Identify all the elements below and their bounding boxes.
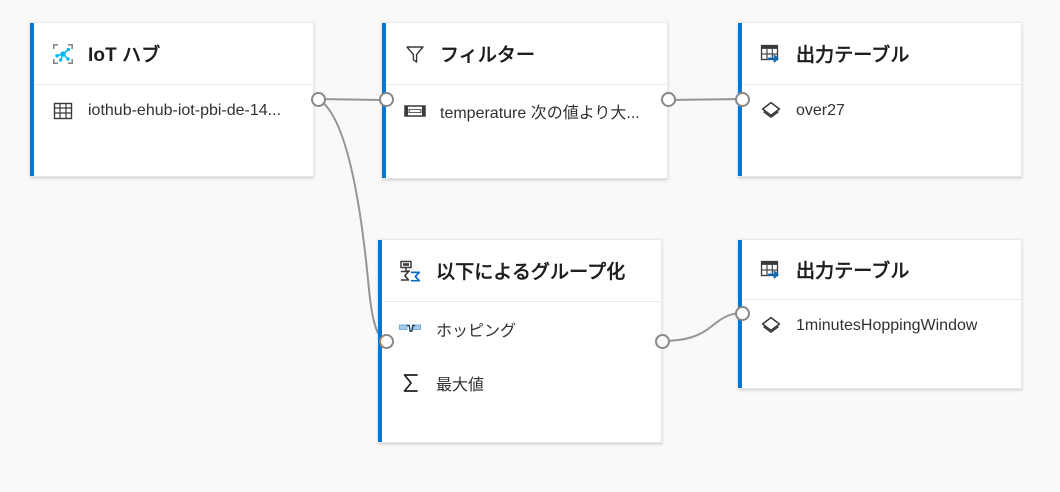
node-card-iot-hub[interactable]: IoT ハブ iothub-ehub-iot-pbi-de-14... — [30, 22, 314, 177]
edge-filter-output1 — [667, 98, 743, 101]
edge-iothub-filter — [317, 98, 387, 101]
card-row-label: over27 — [796, 102, 845, 119]
card-header[interactable]: 出力テーブル — [742, 240, 1021, 300]
card-title: 出力テーブル — [796, 261, 910, 282]
node-card-output-table-2[interactable]: 出力テーブル 1minutesHoppingWindow — [738, 239, 1022, 389]
input-handle-output-table-1[interactable] — [735, 92, 750, 107]
card-header[interactable]: IoT ハブ — [34, 23, 313, 85]
card-row-label: 1minutesHoppingWindow — [796, 317, 978, 334]
layers-icon — [758, 313, 784, 339]
filter-icon — [402, 41, 428, 67]
node-card-group-by[interactable]: 以下によるグループ化 ホッピング 最大値 — [378, 239, 662, 443]
iot-hub-icon — [50, 41, 76, 67]
table-icon — [50, 98, 76, 124]
card-row[interactable]: temperature 次の値より大... — [386, 85, 667, 137]
card-title: IoT ハブ — [88, 45, 161, 66]
edge-iothub-groupby — [317, 98, 387, 342]
output-table-icon — [758, 41, 784, 67]
layers-icon — [758, 98, 784, 124]
node-card-output-table-1[interactable]: 出力テーブル over27 — [738, 22, 1022, 177]
output-handle-group-by[interactable] — [655, 334, 670, 349]
card-title: 以下によるグループ化 — [436, 262, 626, 283]
output-handle-filter[interactable] — [661, 92, 676, 107]
card-row-label: 最大値 — [436, 377, 485, 394]
card-row-label: iothub-ehub-iot-pbi-de-14... — [88, 102, 282, 119]
card-row[interactable]: over27 — [742, 85, 1021, 137]
card-header[interactable]: 出力テーブル — [742, 23, 1021, 85]
card-row[interactable]: 1minutesHoppingWindow — [742, 300, 1021, 352]
card-header[interactable]: 以下によるグループ化 — [382, 240, 661, 302]
card-title: 出力テーブル — [796, 45, 910, 66]
edge-groupby-output2 — [661, 312, 743, 342]
output-handle-iot-hub[interactable] — [311, 92, 326, 107]
card-row[interactable]: 最大値 — [382, 356, 661, 410]
input-handle-filter[interactable] — [379, 92, 394, 107]
group-by-icon — [398, 258, 424, 284]
card-row[interactable]: iothub-ehub-iot-pbi-de-14... — [34, 85, 313, 137]
card-row-label: ホッピング — [436, 323, 517, 340]
card-row-label: temperature 次の値より大... — [440, 105, 640, 122]
card-title: フィルター — [440, 45, 536, 66]
card-row[interactable]: ホッピング — [382, 302, 661, 356]
sum-icon — [398, 370, 424, 396]
output-table-icon — [758, 257, 784, 283]
card-header[interactable]: フィルター — [386, 23, 667, 85]
condition-icon — [402, 98, 428, 124]
input-handle-output-table-2[interactable] — [735, 306, 750, 321]
node-card-filter[interactable]: フィルター temperature 次の値より大... — [382, 22, 668, 179]
card-accent-bar — [30, 23, 34, 176]
hopping-window-icon — [398, 316, 424, 342]
input-handle-group-by[interactable] — [379, 334, 394, 349]
